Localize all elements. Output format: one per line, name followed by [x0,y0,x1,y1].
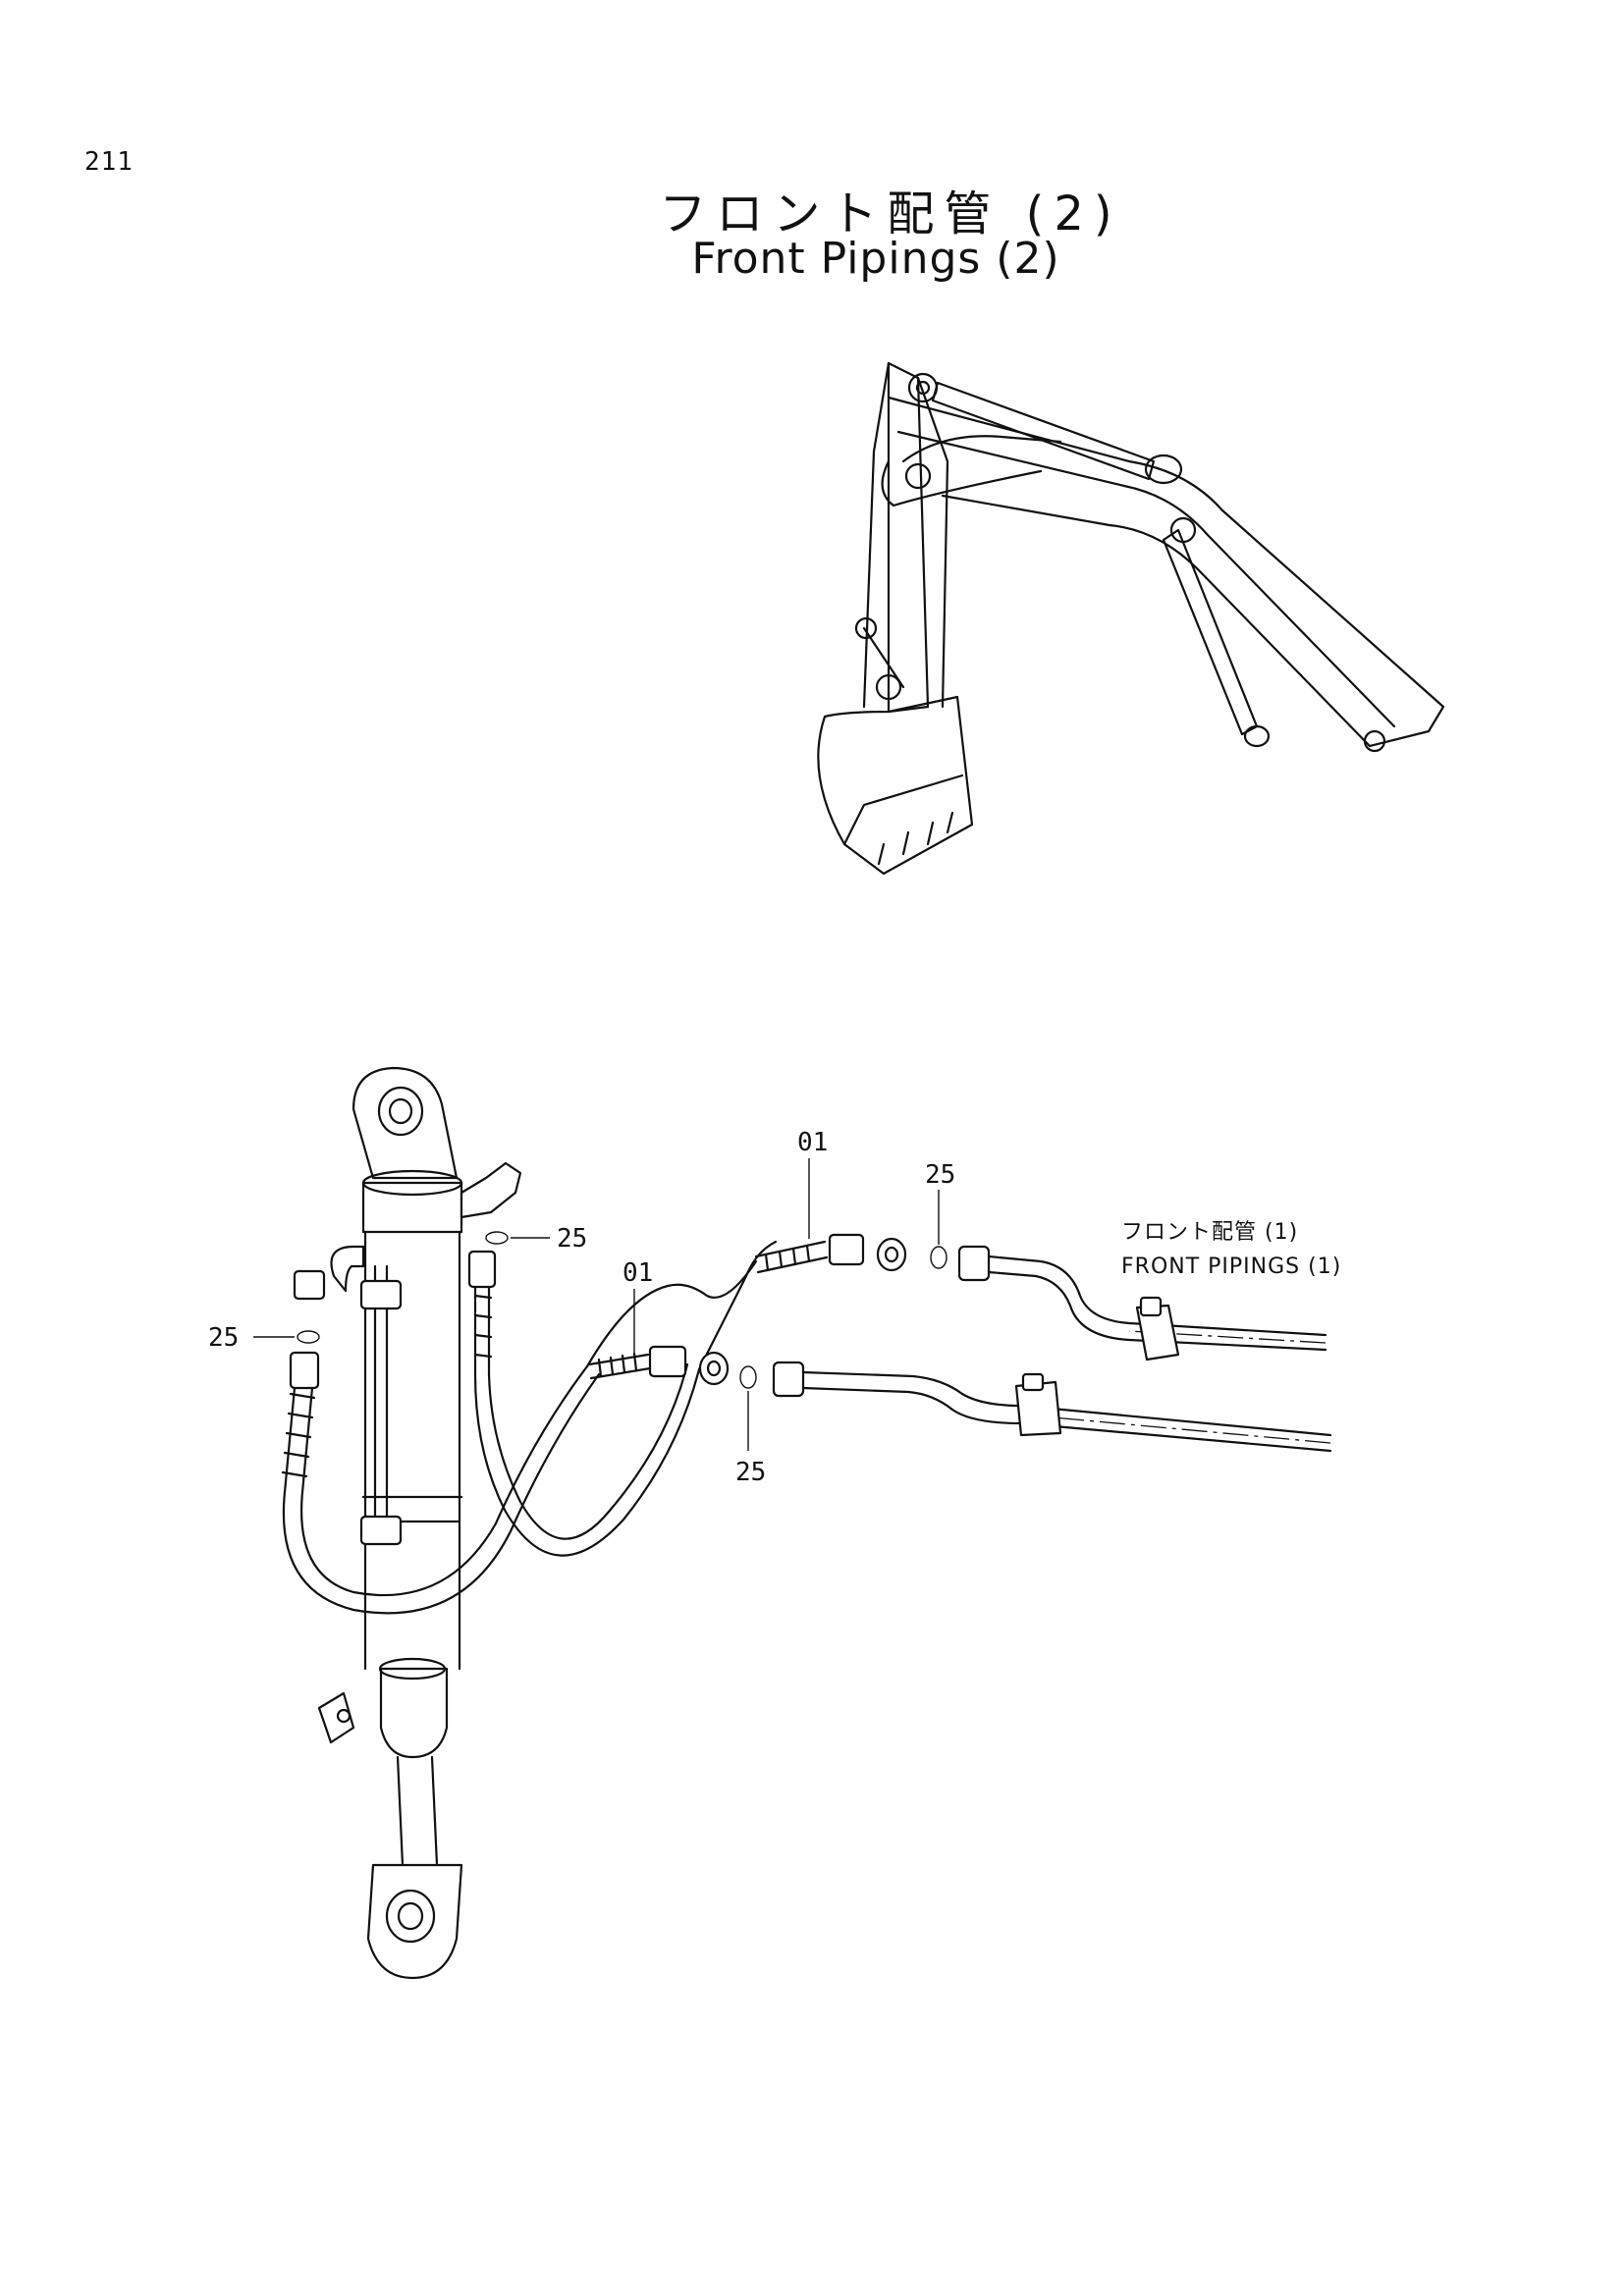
callout-01-lower: 01 [623,1258,653,1288]
callout-25-top: 25 [925,1160,955,1190]
o-rings [297,1231,947,1389]
hydraulic-cylinder [293,1066,522,1980]
callouts: 01 01 25 25 25 25 [208,1128,955,1487]
title-japanese: フロント配管 (2) [659,187,1122,241]
reference-note: フロント配管 (1) FRONT PIPINGS (1) [1121,1220,1341,1279]
reference-jp: フロント配管 (1) [1121,1220,1298,1245]
callout-25-upper-ring: 25 [557,1224,587,1254]
page-number: 211 [84,147,134,177]
title-english: Front Pipings (2) [691,234,1060,284]
leader-lines [253,1158,940,1451]
front-pipings-1-lines [772,1245,1332,1453]
hoses [282,1233,907,1615]
callout-01-upper: 01 [797,1128,828,1157]
reference-en: FRONT PIPINGS (1) [1121,1255,1341,1279]
hose-fittings [281,1250,497,1494]
overview-front-attachment [817,361,1445,876]
callout-25-lower: 25 [735,1458,766,1487]
callout-25-left: 25 [208,1323,239,1353]
